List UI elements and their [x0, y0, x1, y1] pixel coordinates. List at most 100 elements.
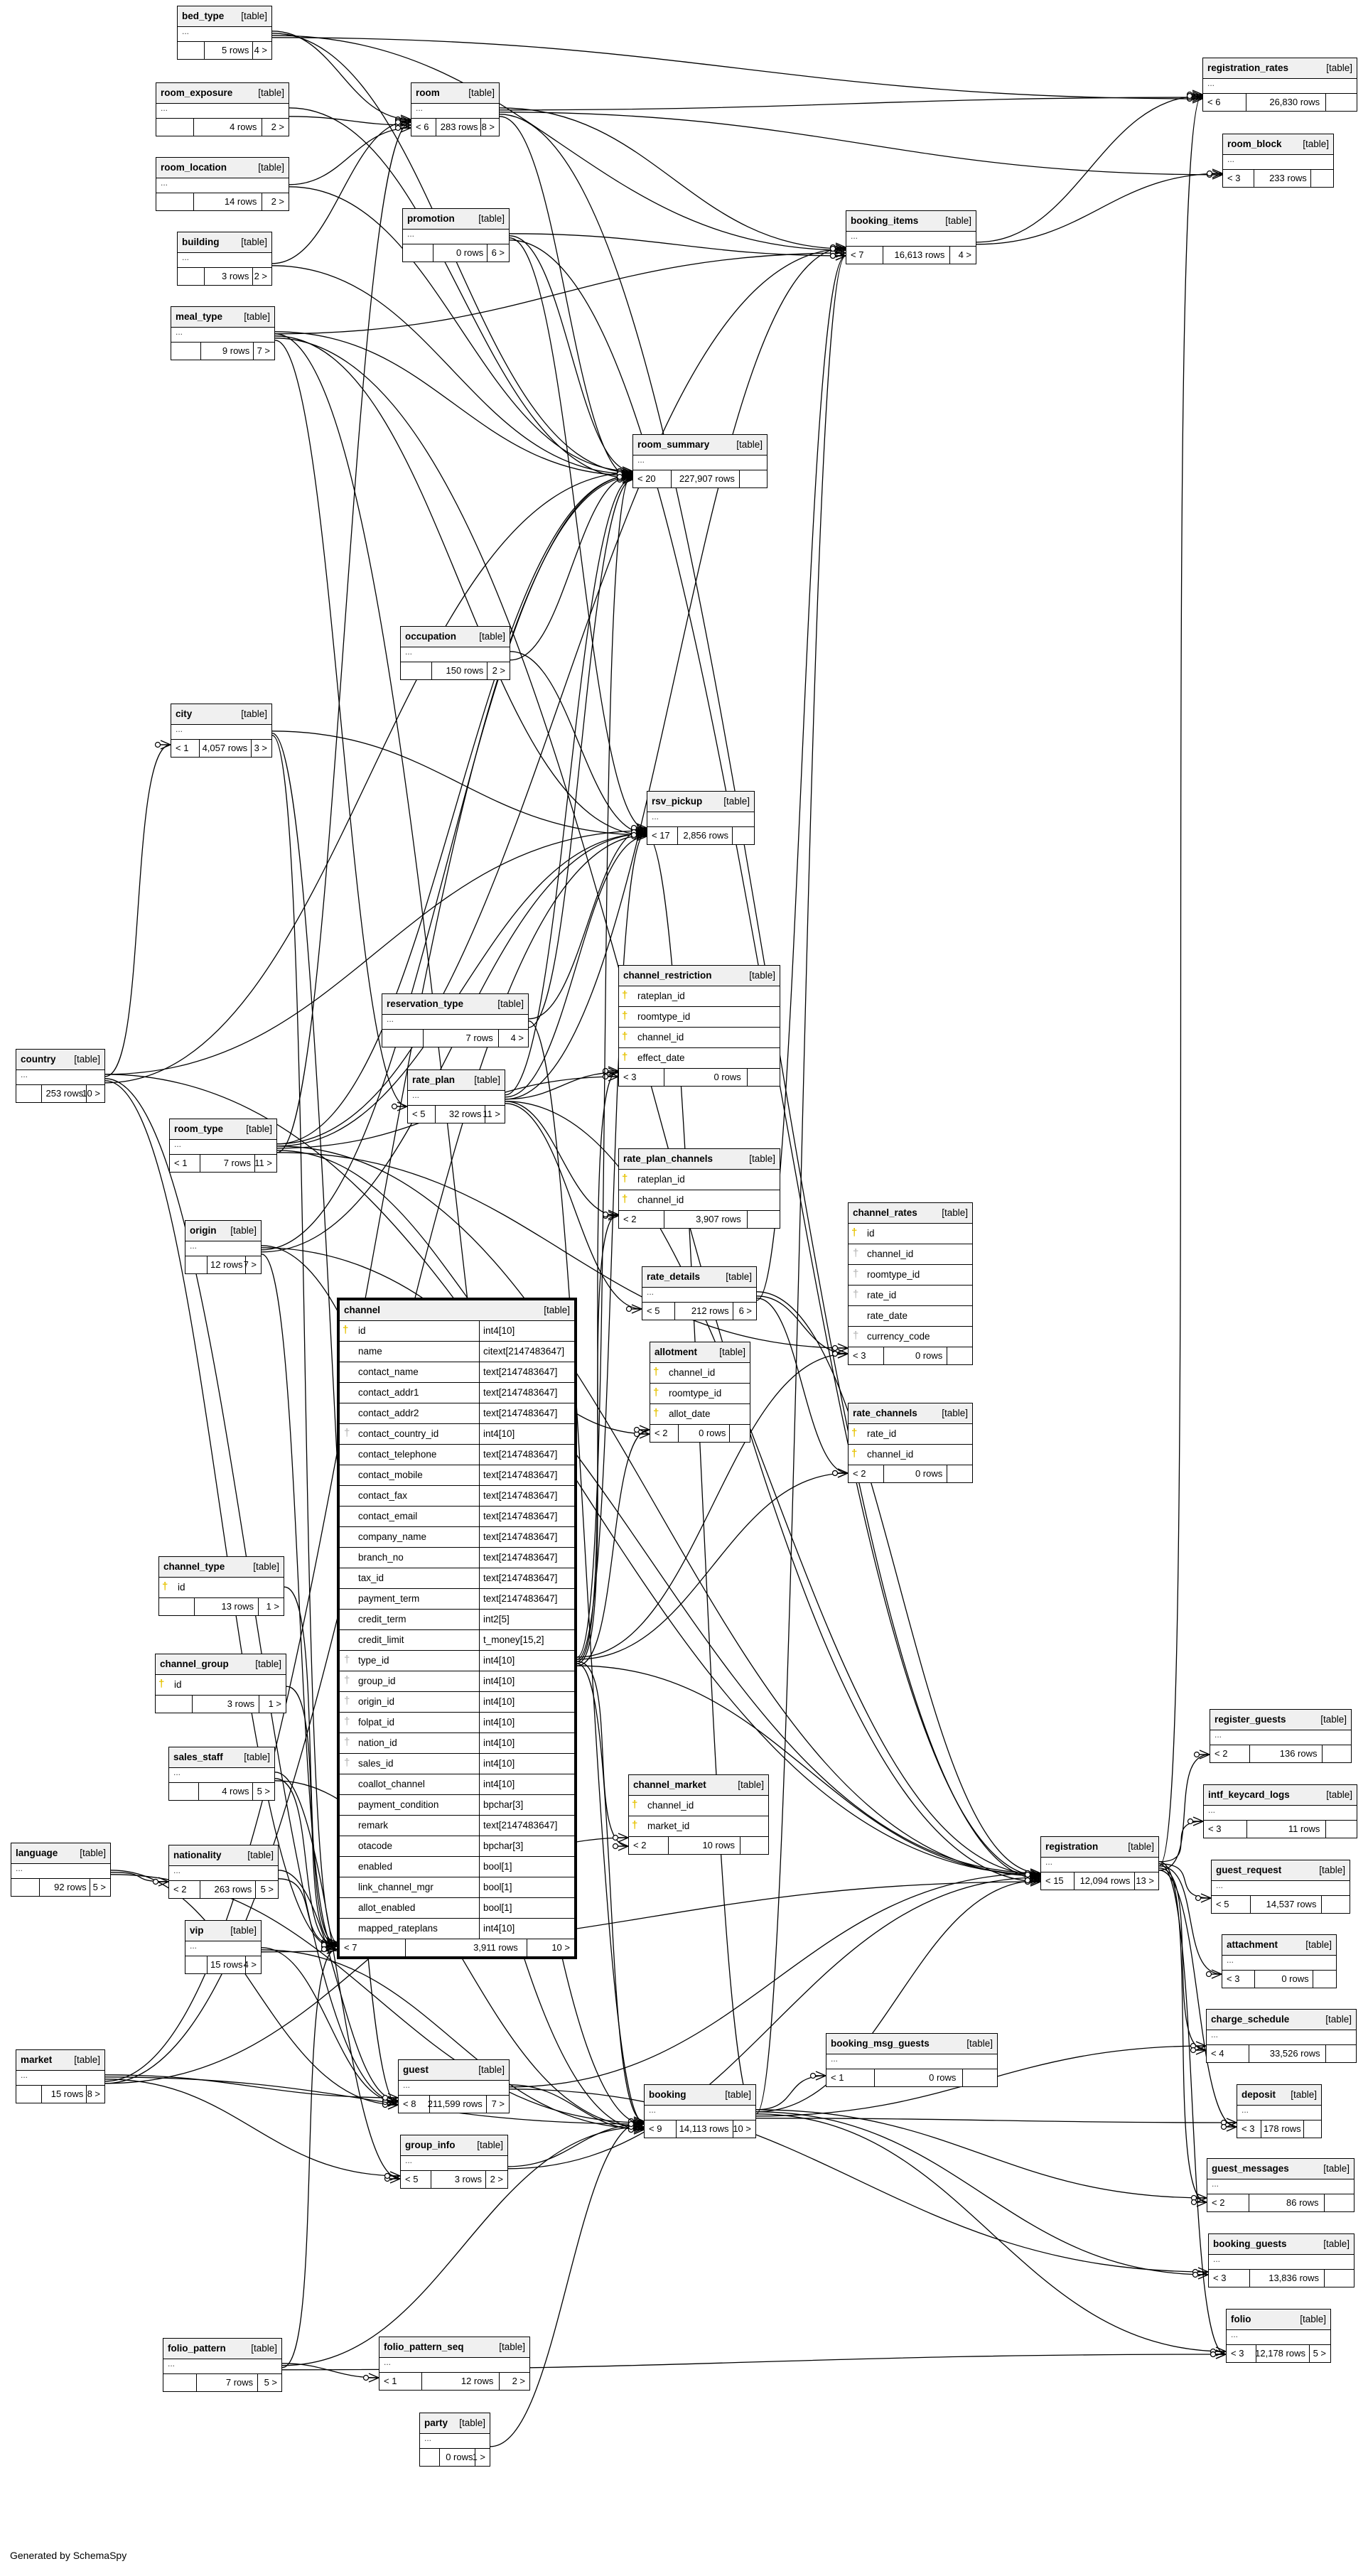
children-count[interactable]: 5 >: [264, 2377, 277, 2388]
table-name[interactable]: sales_staff: [173, 1752, 223, 1762]
children-count[interactable]: 2 >: [254, 271, 267, 281]
table-name[interactable]: booking_items: [851, 215, 919, 226]
children-count[interactable]: 4 >: [510, 1033, 524, 1043]
table-channel_market[interactable]: channel_market[table]†channel_id†market_…: [628, 1774, 769, 1855]
children-count[interactable]: 3 >: [254, 743, 267, 753]
table-name[interactable]: registration_rates: [1207, 63, 1289, 73]
parents-count[interactable]: < 2: [623, 1214, 637, 1224]
children-count[interactable]: 2 >: [512, 2376, 525, 2386]
children-count[interactable]: 2 >: [492, 665, 505, 676]
table-name[interactable]: guest: [403, 2064, 429, 2075]
table-name[interactable]: room_location: [161, 162, 227, 173]
table-name[interactable]: origin: [190, 1225, 217, 1236]
parents-count[interactable]: < 1: [176, 743, 189, 753]
parents-count[interactable]: < 20: [637, 473, 656, 484]
table-allotment[interactable]: allotment[table]†channel_id†roomtype_id†…: [650, 1342, 750, 1443]
parents-count[interactable]: < 2: [633, 1840, 647, 1850]
table-name[interactable]: group_info: [405, 2140, 456, 2150]
parents-count[interactable]: < 5: [1216, 1899, 1229, 1909]
table-name[interactable]: channel_rates: [853, 1207, 917, 1218]
table-name[interactable]: folio: [1231, 2314, 1251, 2324]
parents-count[interactable]: < 7: [851, 249, 864, 260]
parents-count[interactable]: < 2: [655, 1428, 668, 1438]
parents-count[interactable]: < 3: [1231, 2348, 1244, 2359]
table-name[interactable]: booking_guests: [1213, 2238, 1287, 2249]
parents-count[interactable]: < 3: [853, 1350, 866, 1361]
parents-count[interactable]: < 7: [344, 1942, 357, 1953]
children-count[interactable]: 6 >: [738, 1305, 752, 1316]
parents-count[interactable]: < 3: [1242, 2123, 1255, 2134]
children-count[interactable]: 1 >: [266, 1601, 279, 1612]
children-count[interactable]: 7 >: [257, 345, 270, 356]
table-name[interactable]: guest_request: [1216, 1865, 1282, 1875]
children-count[interactable]: 5 >: [92, 1882, 106, 1892]
parents-count[interactable]: < 15: [1045, 1875, 1064, 1886]
table-name[interactable]: city: [176, 708, 193, 719]
table-name[interactable]: register_guests: [1214, 1714, 1286, 1725]
table-name[interactable]: room_summary: [637, 439, 710, 450]
children-count[interactable]: 5 >: [260, 1884, 274, 1895]
children-count[interactable]: 10 >: [733, 2123, 751, 2134]
children-count[interactable]: 2 >: [271, 122, 284, 132]
parents-count[interactable]: < 2: [1212, 2197, 1225, 2208]
table-channel_rates[interactable]: channel_rates[table]†id†channel_id†roomt…: [848, 1202, 973, 1365]
parents-count[interactable]: < 5: [647, 1305, 660, 1316]
table-name[interactable]: country: [21, 1054, 56, 1065]
children-count[interactable]: 11 >: [483, 1109, 500, 1119]
parents-count[interactable]: < 1: [174, 1158, 188, 1168]
children-count[interactable]: 1 >: [472, 2452, 485, 2462]
table-name[interactable]: room_block: [1227, 139, 1282, 149]
table-name[interactable]: rate_details: [647, 1271, 701, 1282]
table-name[interactable]: market: [21, 2054, 53, 2065]
children-count[interactable]: 4 >: [243, 1959, 257, 1970]
table-name[interactable]: folio_pattern_seq: [384, 2341, 464, 2352]
parents-count[interactable]: < 3: [1208, 1823, 1222, 1834]
parents-count[interactable]: < 2: [173, 1884, 187, 1895]
parents-count[interactable]: < 3: [1227, 173, 1241, 183]
table-name[interactable]: rsv_pickup: [652, 796, 703, 807]
table-name[interactable]: meal_type: [176, 311, 223, 322]
parents-count[interactable]: < 6: [1207, 97, 1221, 107]
children-count[interactable]: 10 >: [551, 1942, 570, 1953]
table-rate_channels[interactable]: rate_channels[table]†rate_id†channel_id<…: [848, 1403, 973, 1483]
table-name[interactable]: promotion: [407, 213, 455, 224]
children-count[interactable]: 5 >: [257, 1786, 270, 1796]
table-name[interactable]: room_type: [174, 1123, 224, 1134]
table-name[interactable]: folio_pattern: [168, 2343, 226, 2354]
table-name[interactable]: deposit: [1242, 2089, 1276, 2100]
children-count[interactable]: 6 >: [491, 247, 505, 258]
table-name[interactable]: intf_keycard_logs: [1208, 1789, 1290, 1800]
parents-count[interactable]: < 2: [853, 1468, 866, 1479]
table-name[interactable]: channel_restriction: [623, 970, 712, 981]
table-name[interactable]: booking: [649, 2089, 686, 2100]
table-name[interactable]: attachment: [1227, 1939, 1278, 1950]
table-name[interactable]: registration: [1045, 1841, 1099, 1852]
table-name[interactable]: rate_channels: [853, 1408, 917, 1418]
parents-count[interactable]: < 9: [649, 2123, 662, 2134]
